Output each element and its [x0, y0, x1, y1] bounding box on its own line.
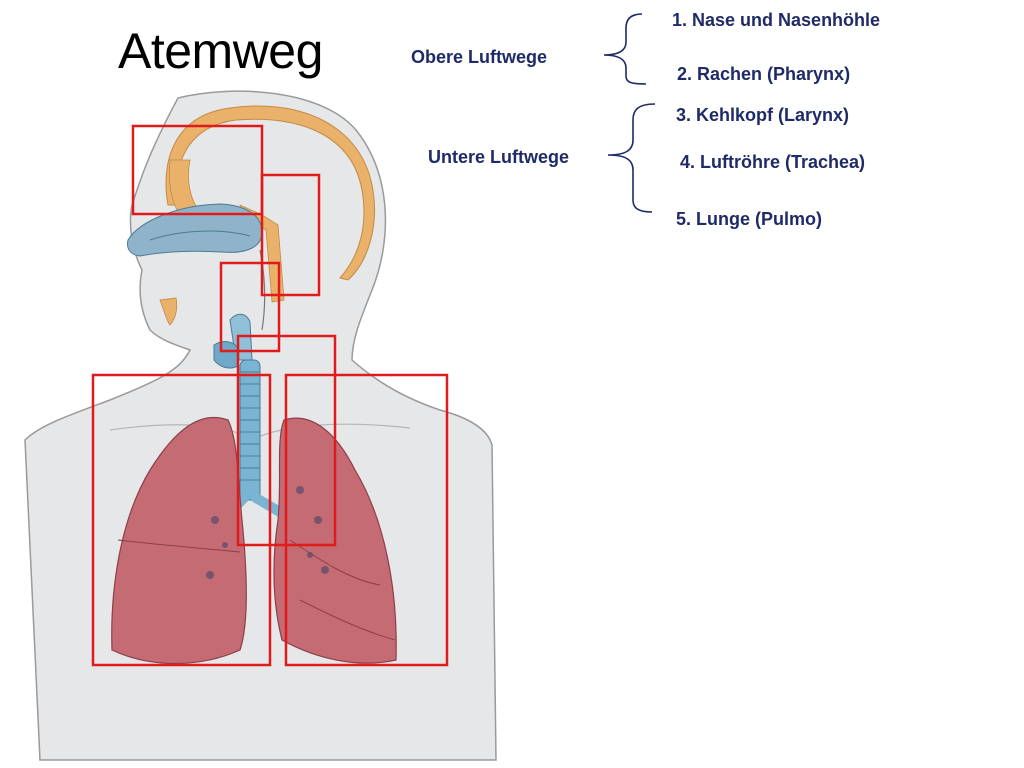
item-label-nose: 1. Nase und Nasenhöhle [672, 10, 881, 30]
item-label-trachea: 4. Luftröhre (Trachea) [680, 152, 866, 172]
nasal-cavity [127, 203, 263, 257]
item-label-pharynx: 2. Rachen (Pharynx) [677, 64, 851, 84]
skull [159, 105, 375, 326]
highlight-box-lung-right [91, 373, 272, 667]
group-label-upper-airways: Obere Luftwege [411, 47, 548, 67]
item-label-lung: 5. Lunge (Pulmo) [676, 209, 822, 229]
highlight-box-larynx [219, 261, 281, 353]
item-label-larynx: 3. Kehlkopf (Larynx) [676, 105, 850, 125]
group-label-lower-airways: Untere Luftwege [428, 147, 570, 167]
highlight-box-pharynx [260, 173, 321, 297]
highlight-box-nose [131, 124, 264, 216]
highlight-box-lung-left [284, 373, 449, 667]
page-title: Atemweg [118, 23, 323, 79]
brace-upper-airways [603, 13, 647, 85]
highlight-boxes [91, 124, 449, 667]
brace-lower-airways [607, 103, 656, 213]
